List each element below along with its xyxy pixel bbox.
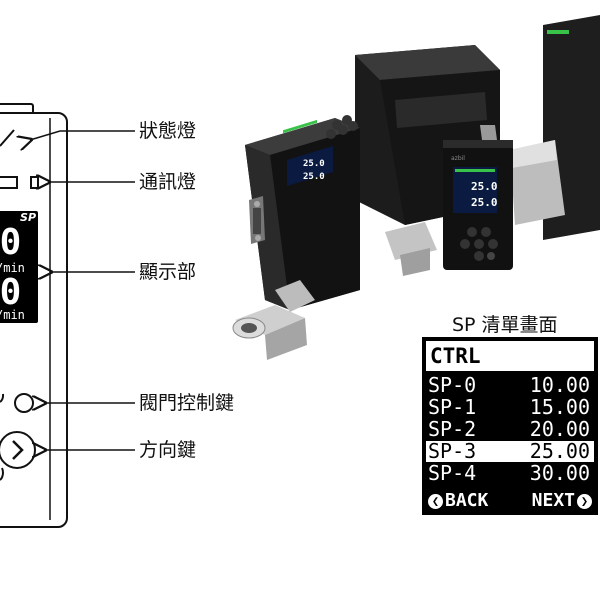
front-display-row1: 25.0 (303, 159, 325, 169)
sp-list-title: SP 清單畫面 (452, 314, 558, 336)
sp-row-key: SP-4 (428, 461, 477, 485)
display-unit-2: /min (0, 308, 25, 322)
product-photo: azbil 25.0 25.0 25.0 25.0 (232, 15, 600, 360)
sp-list-row-2[interactable]: SP-2 20.00 (426, 419, 594, 440)
sp-list-footer: ❮BACK NEXT❯ (426, 489, 594, 513)
sp-list-row-4[interactable]: SP-4 30.00 (426, 463, 594, 484)
sp-list-row-3-selected[interactable]: SP-3 25.00 (426, 441, 594, 462)
device-right-unit (510, 15, 600, 240)
next-button[interactable]: NEXT❯ (532, 489, 592, 513)
instrument-top-cap (0, 103, 34, 115)
display-value-2: .0 (0, 272, 22, 313)
callout-direction-key: 方向鍵 (139, 439, 197, 461)
callout-comm-led: 通訊燈 (139, 171, 197, 193)
display-mode-glyph: SP (20, 211, 36, 224)
small-display-row1: 25.0 (471, 180, 498, 193)
sp-row-value: 10.00 (529, 373, 590, 397)
back-button[interactable]: ❮BACK (428, 489, 488, 513)
callout-valve-key: 閥門控制鍵 (139, 392, 235, 414)
drawing-display-screen: SP .0 /min .0 /min (0, 211, 38, 323)
device-fittings (232, 222, 437, 360)
sp-row-key: SP-0 (428, 373, 477, 397)
sp-row-value: 15.00 (529, 395, 590, 419)
sp-row-value: 30.00 (529, 461, 590, 485)
device-front-unit: 25.0 25.0 (245, 115, 360, 310)
callout-status-led: 狀態燈 (139, 120, 197, 142)
display-unit-1: /min (0, 261, 25, 275)
sp-list-row-1[interactable]: SP-1 15.00 (426, 397, 594, 418)
sp-row-key: SP-3 (428, 439, 477, 463)
sp-row-key: SP-1 (428, 395, 477, 419)
front-display-row2: 25.0 (303, 172, 325, 182)
next-label: NEXT (531, 490, 575, 511)
small-display-row2: 25.0 (471, 196, 498, 209)
sp-list-header: CTRL (426, 341, 594, 371)
sp-list-row-0[interactable]: SP-0 10.00 (426, 375, 594, 396)
back-label: BACK (445, 490, 489, 511)
back-arrow-icon: ❮ (428, 494, 443, 509)
display-value-1: .0 (0, 222, 22, 263)
svg-text:azbil: azbil (451, 155, 465, 162)
device-small-unit: azbil 25.0 25.0 (443, 125, 513, 270)
callout-leaders (0, 130, 135, 600)
callout-display: 顯示部 (139, 261, 197, 283)
sp-row-value: 25.00 (529, 439, 590, 463)
sp-row-value: 20.00 (529, 417, 590, 441)
comm-led-rect (0, 176, 18, 189)
next-arrow-icon: ❯ (577, 494, 592, 509)
sp-list-screen: CTRL SP-0 10.00 SP-1 15.00 SP-2 20.00 SP… (422, 337, 598, 515)
sp-row-key: SP-2 (428, 417, 477, 441)
